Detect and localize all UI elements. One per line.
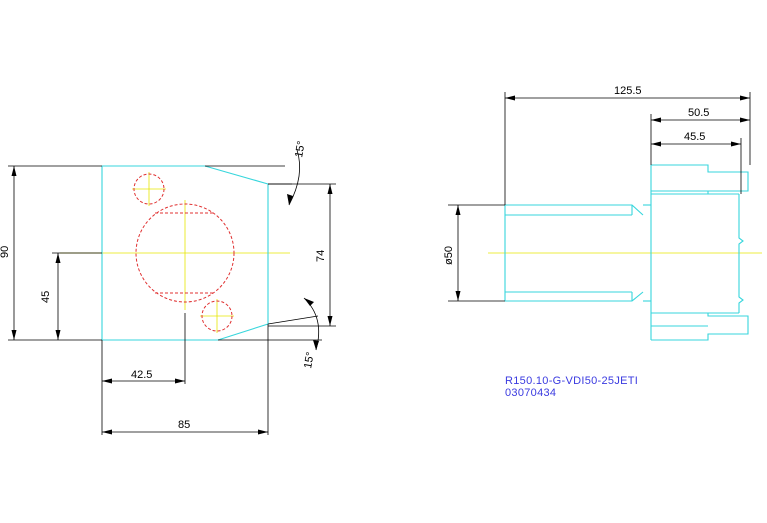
dim-width-85: 85 (178, 419, 190, 431)
main-bore-hidden (135, 203, 235, 303)
dim-height-90: 90 (0, 246, 11, 258)
dim-shank-diameter: ø50 (443, 246, 455, 265)
side-view: 125.5 50.5 45.5 ø50 (443, 85, 762, 341)
front-view: 90 45 74 42.5 85 15° 15° (0, 140, 336, 435)
dim-angle-top: 15° (293, 140, 308, 158)
side-dimension-lines (448, 92, 751, 302)
small-hole-bottom (201, 300, 233, 332)
dim-half-height-45: 45 (40, 291, 52, 303)
side-arrowheads (455, 95, 750, 301)
dim-half-width-42-5: 42.5 (131, 369, 152, 381)
dim-angle-bottom: 15° (302, 351, 317, 369)
order-number: 03070434 (505, 387, 556, 399)
small-hole-top (133, 173, 165, 205)
part-number: R150.10-G-VDI50-25JETI (505, 375, 638, 387)
drawing-sheet (0, 80, 767, 440)
front-hidden-features (133, 173, 235, 332)
dim-flange-inner-45-5: 45.5 (684, 131, 705, 143)
part-label: R150.10-G-VDI50-25JETI 03070434 (505, 375, 638, 399)
dim-inner-height-74: 74 (315, 250, 327, 262)
dim-total-length-125-5: 125.5 (614, 85, 642, 97)
dim-flange-length-50-5: 50.5 (688, 107, 709, 119)
front-dimension-lines (8, 149, 336, 435)
front-arrowheads (11, 166, 333, 435)
side-outline (504, 164, 749, 341)
